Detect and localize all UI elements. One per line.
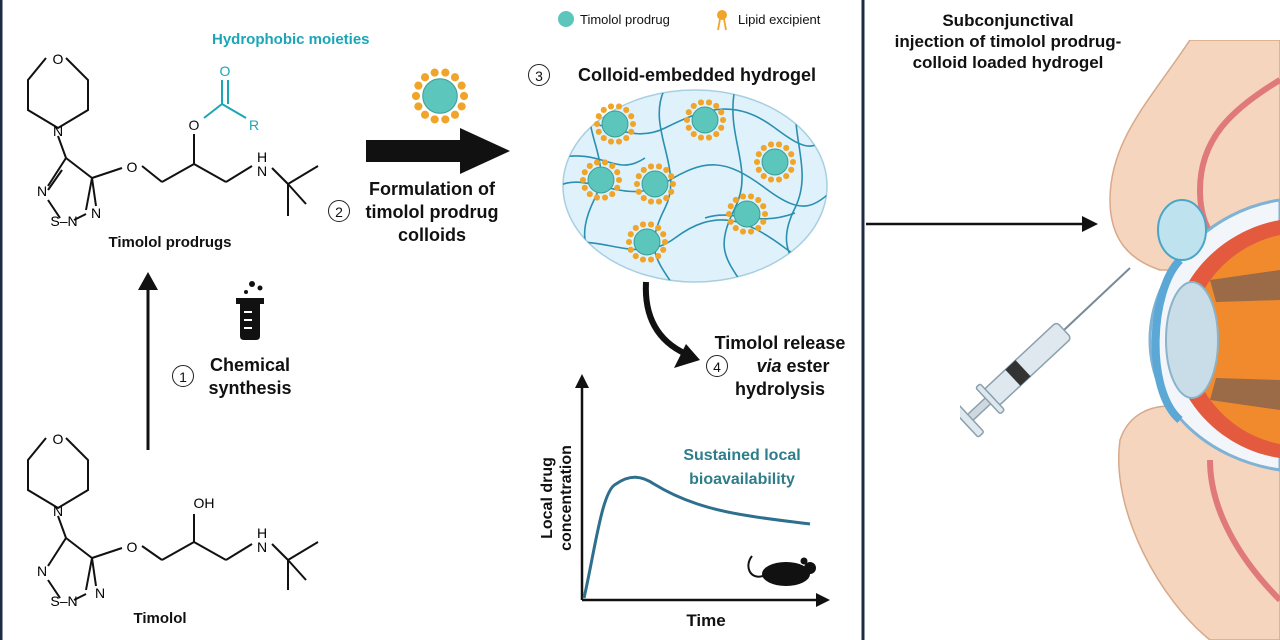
- lipid-legend-swatch: [717, 10, 727, 31]
- atom-r-group: R: [249, 117, 259, 133]
- atom-n-morpholine: N: [53, 123, 63, 139]
- atom-n-ring-parent: N: [37, 563, 47, 579]
- step-2-label: Formulation of timolol prodrug colloids: [352, 178, 512, 247]
- hydrogel-depot: [1157, 199, 1207, 261]
- lipid-legend-label: Lipid excipient: [738, 12, 821, 27]
- step-1-line-2: synthesis: [208, 378, 292, 398]
- prodrug-name: Timolol prodrugs: [108, 234, 232, 251]
- atom-h-amine-parent: H: [257, 525, 267, 541]
- left-panel-border: [0, 0, 865, 640]
- atom-o-ether: O: [127, 159, 138, 175]
- colloid-particle: [753, 141, 797, 183]
- atom-o-morpholine: O: [53, 51, 64, 67]
- colloid-particle: [411, 68, 469, 124]
- atom-n-morpholine-parent: N: [53, 503, 63, 519]
- colloid-particle-icon: [411, 68, 469, 124]
- hydrogel-colloids: [579, 99, 797, 263]
- ciliary-body-upper: [1210, 270, 1280, 302]
- atom-o-ester: O: [189, 117, 200, 133]
- timolol-structure: O N N S–N N O OH H N: [27, 431, 319, 609]
- step-3-label: Colloid-embedded hydrogel: [578, 65, 817, 85]
- synthesis-arrow: [138, 272, 158, 450]
- x-axis-arrowhead: [816, 593, 830, 607]
- injection-title-line-2: injection of timolol prodrug-: [894, 32, 1122, 51]
- annotation-line-2: bioavailability: [689, 471, 795, 488]
- beaker-icon: [236, 281, 264, 340]
- ciliary-body-lower: [1210, 378, 1280, 410]
- syringe: [960, 267, 1131, 438]
- y-axis-label: Local drug concentration: [539, 445, 575, 551]
- step-4-italic-via: via: [756, 356, 782, 376]
- release-arrow: [642, 281, 700, 368]
- injection-title: Subconjunctival injection of timolol pro…: [868, 10, 1148, 73]
- step-2-number: 2: [328, 200, 350, 222]
- y-axis-label-line-1: Local drug: [539, 457, 556, 539]
- atom-n-amine-parent: N: [257, 539, 267, 555]
- step-2-line-2: timolol prodrug: [365, 202, 499, 222]
- prodrug-structure: O N N S–N N O O O R H N: [27, 51, 319, 229]
- step-4-line-2: via ester: [700, 355, 860, 378]
- legend: Timolol prodrug Lipid excipient: [558, 10, 821, 31]
- y-axis-arrowhead: [575, 374, 589, 388]
- timolol-name: Timolol: [133, 610, 187, 627]
- step-1-number: 1: [172, 365, 194, 387]
- lens: [1165, 281, 1219, 399]
- atom-o-ether-parent: O: [127, 539, 138, 555]
- lower-lid-muscle: [1207, 459, 1280, 603]
- step-2-line-3: colloids: [397, 225, 466, 245]
- colloid-particle: [593, 103, 637, 145]
- formulation-arrow-head: [460, 128, 510, 174]
- atom-n-ring-2: N: [91, 205, 101, 221]
- prodrug-legend-swatch: [558, 11, 574, 27]
- prodrug-legend-label: Timolol prodrug: [580, 12, 670, 27]
- mouse-icon: [747, 555, 816, 586]
- atom-h-amine: H: [257, 149, 267, 165]
- step-1-line-1: Chemical: [209, 355, 291, 375]
- atom-o-morpholine-parent: O: [53, 431, 64, 447]
- x-axis-label: Time: [686, 611, 725, 630]
- hydrophobic-moieties-label: Hydrophobic moieties: [212, 31, 370, 48]
- step-4-label: Timolol release via ester hydrolysis: [700, 332, 860, 401]
- hydrogel-circle: [562, 89, 828, 283]
- step-4-number: 4: [706, 355, 728, 377]
- release-plot: Local drug concentration Time Sustained …: [539, 374, 830, 630]
- atom-n-ring-2-parent: N: [95, 585, 105, 601]
- step-3-number: 3: [528, 64, 550, 86]
- atom-s-ring: S–N: [50, 213, 77, 229]
- atom-n-amine: N: [257, 163, 267, 179]
- eye-illustration: [960, 40, 1280, 640]
- atom-o-carbonyl: O: [220, 63, 231, 79]
- colloid-particle: [625, 221, 669, 263]
- formulation-arrow-group: [366, 68, 510, 174]
- colloid-particle: [579, 159, 623, 201]
- y-axis-label-line-2: concentration: [558, 445, 575, 551]
- step-2-line-1: Formulation of: [369, 179, 495, 199]
- colloid-particle: [683, 99, 727, 141]
- injection-title-line-1: Subconjunctival: [942, 11, 1074, 30]
- release-curve: [582, 475, 811, 599]
- atom-n-ring: N: [37, 183, 47, 199]
- atom-s-ring-parent: S–N: [50, 593, 77, 609]
- annotation-line-1: Sustained local: [683, 447, 800, 464]
- atom-oh: OH: [194, 495, 215, 511]
- cornea: [1151, 257, 1184, 424]
- step-4-line-1: Timolol release: [714, 333, 846, 353]
- step-4-line-3: hydrolysis: [734, 379, 826, 399]
- colloid-particle: [725, 193, 769, 235]
- injection-arrow: [866, 216, 1098, 232]
- colloid-particle: [633, 163, 677, 205]
- step-1-label: Chemical synthesis: [198, 354, 302, 400]
- step-4-line-2-rest: ester: [781, 356, 830, 376]
- formulation-arrow-shaft: [366, 140, 466, 162]
- injection-title-line-3: colloid loaded hydrogel: [912, 53, 1104, 72]
